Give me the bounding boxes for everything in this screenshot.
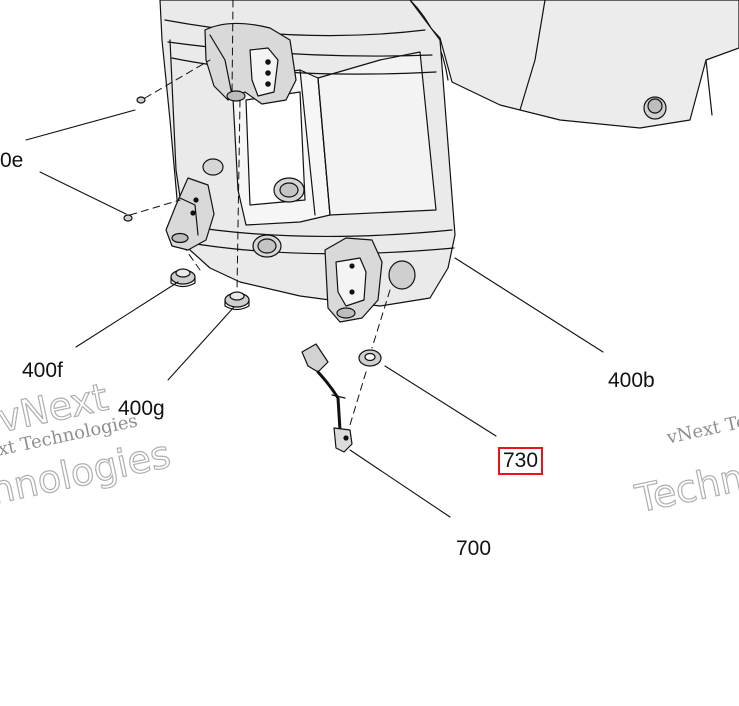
callout-730[interactable]: 730 — [498, 447, 544, 475]
grommet-730 — [358, 349, 382, 367]
lower-bracket — [324, 237, 383, 323]
grommet-400f — [170, 268, 196, 288]
assembly-guide-lines — [129, 0, 391, 426]
sensor-port-icon — [388, 260, 416, 290]
speed-sensor-700 — [301, 343, 353, 453]
callout-700[interactable]: 700 — [456, 537, 492, 560]
callout-400e[interactable]: 0e — [0, 149, 24, 172]
upper-cover-shell — [404, 0, 739, 129]
callout-400g[interactable]: 400g — [118, 397, 165, 420]
motor-housing-body — [159, 0, 456, 307]
small-screw-upper — [136, 96, 146, 104]
callout-400f[interactable]: 400f — [22, 359, 63, 382]
upper-bracket — [204, 22, 297, 105]
small-screw-lower — [123, 214, 133, 222]
grommet-400g — [224, 291, 250, 311]
callout-400b[interactable]: 400b — [608, 369, 655, 392]
leader-lines — [25, 109, 604, 518]
left-bracket — [165, 177, 215, 251]
